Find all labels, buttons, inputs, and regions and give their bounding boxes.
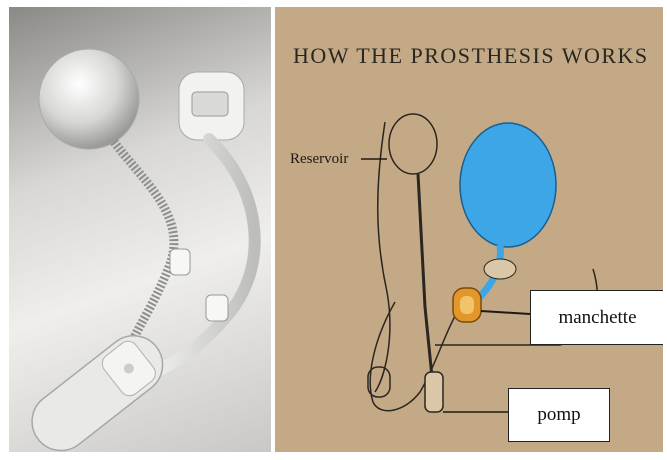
reservoir-sphere	[39, 49, 139, 149]
cuff-highlight	[460, 296, 474, 314]
clear-tube	[144, 139, 255, 377]
prosthesis-photo	[9, 7, 271, 452]
manchette-callout: manchette	[530, 290, 663, 345]
anatomy-diagram	[275, 7, 663, 452]
reservoir-tube	[418, 174, 433, 387]
prosthesis-illustration: HOW THE PROSTHESIS WORKS Reservoir manch…	[275, 7, 663, 452]
manchette-pointer	[481, 311, 530, 314]
reservoir-circle	[389, 114, 437, 174]
illustration-title: HOW THE PROSTHESIS WORKS	[293, 43, 649, 69]
valve-block	[179, 72, 244, 140]
tube-connector	[170, 249, 190, 275]
shaft-outline	[370, 302, 460, 411]
tube-connector	[206, 295, 228, 321]
cylinder	[20, 324, 174, 452]
pump	[425, 372, 443, 412]
prosthesis-device-graphic	[9, 7, 271, 452]
bladder	[460, 123, 556, 247]
coiled-tube	[114, 142, 174, 367]
reservoir-label: Reservoir	[290, 151, 348, 168]
body-outline	[375, 122, 390, 392]
prostate	[484, 259, 516, 279]
pomp-callout: pomp	[508, 388, 610, 442]
